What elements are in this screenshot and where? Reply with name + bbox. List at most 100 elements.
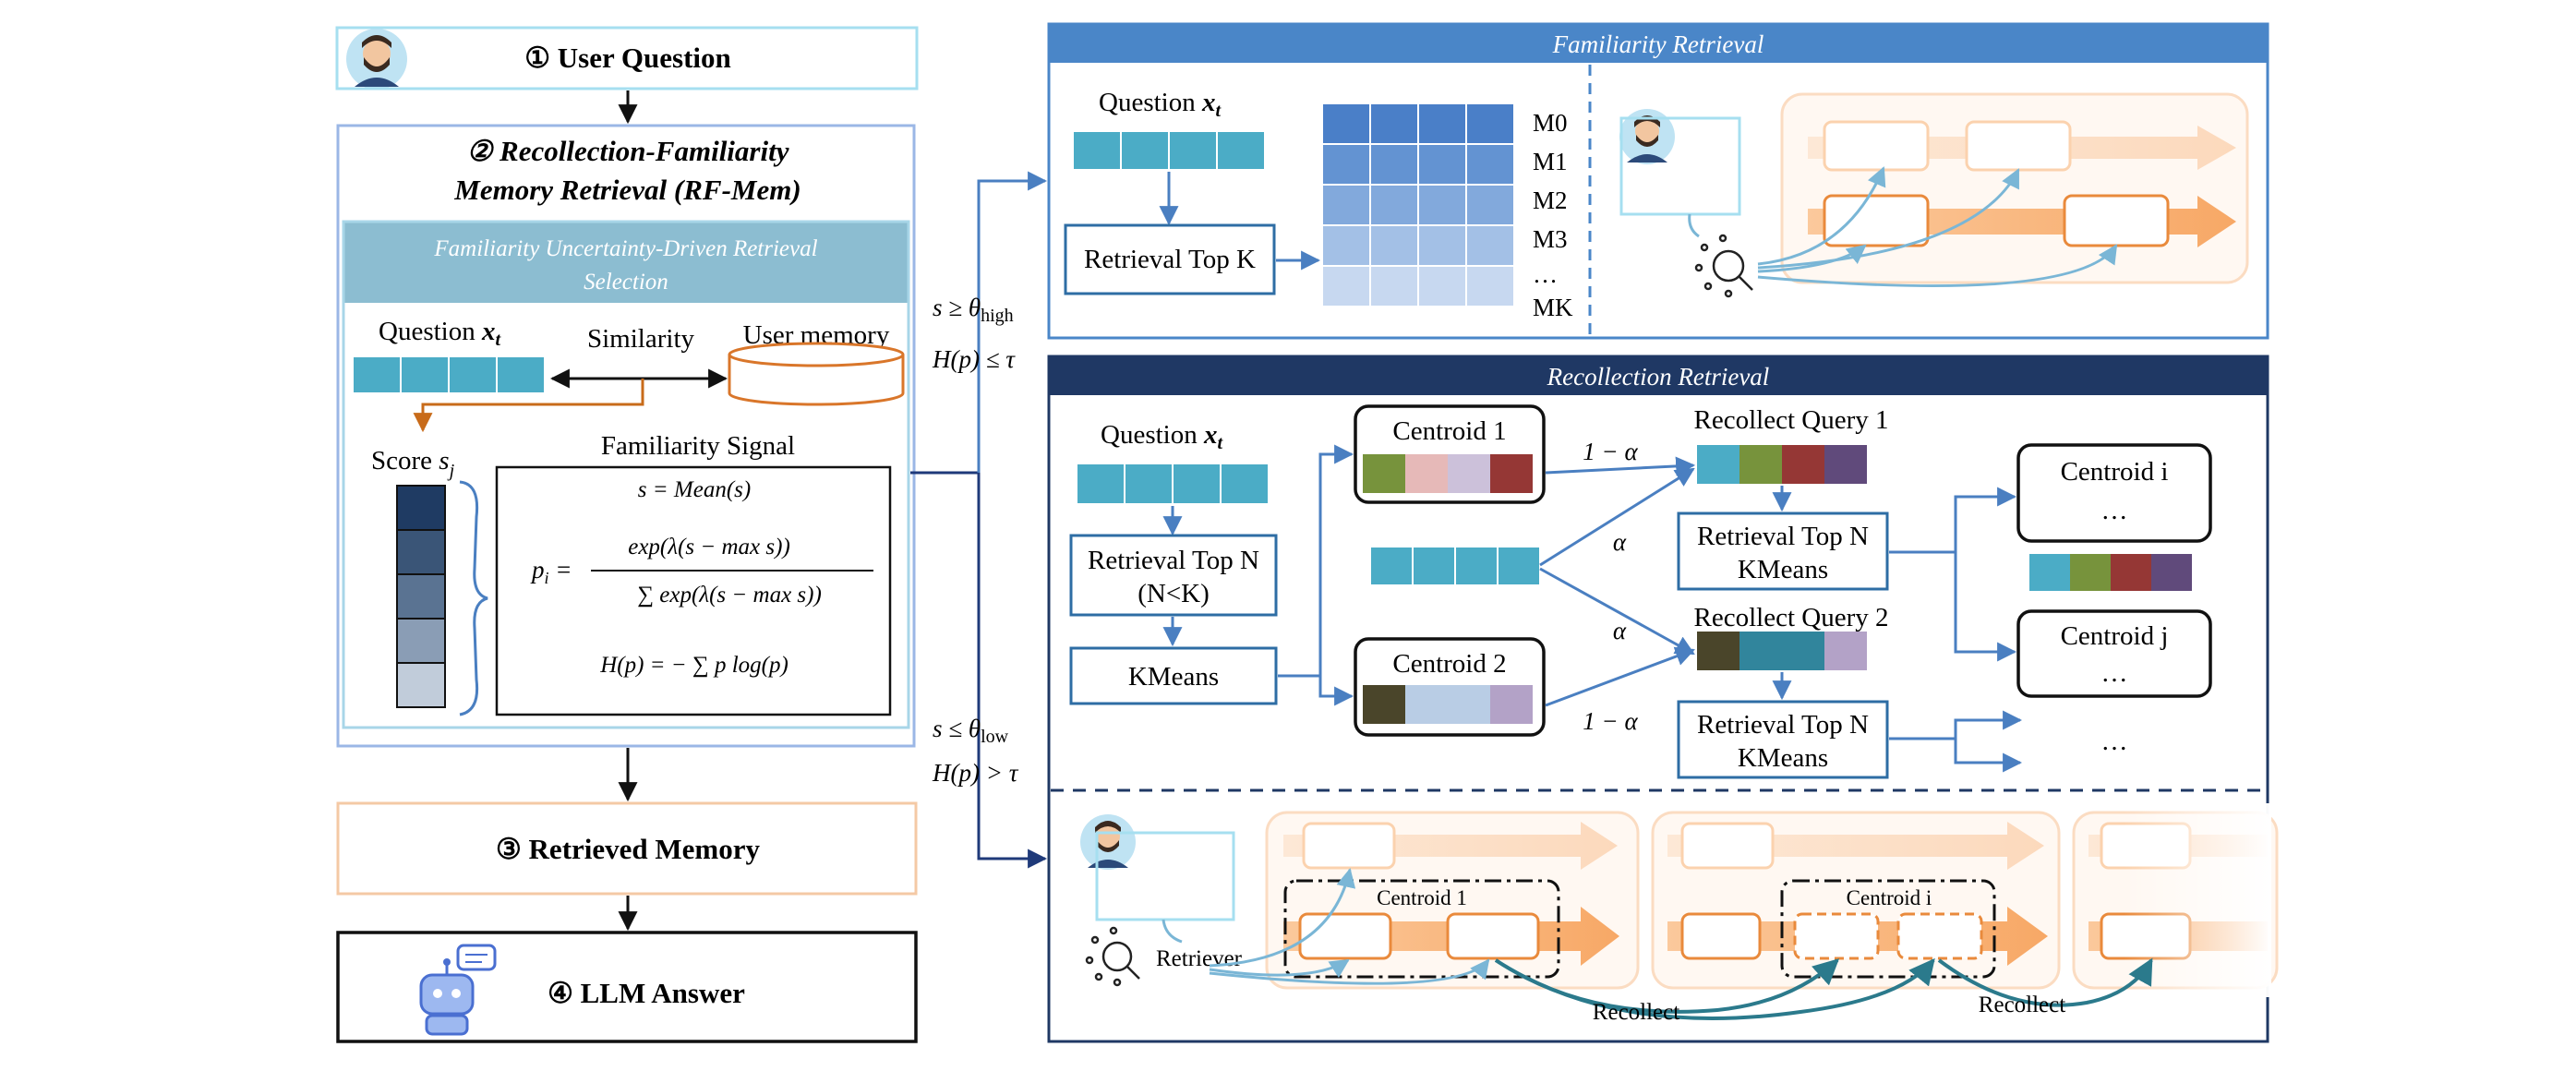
memory-labels: M0 M1 M2 M3 … MK <box>1533 109 1573 321</box>
fu-header-line2: Selection <box>584 270 668 295</box>
rec-r1-node-b <box>1446 912 1540 960</box>
formula-s: s = Mean(s) <box>638 477 751 502</box>
recollect-label-2: Recollect <box>1979 993 2065 1017</box>
rec-r2-centroid-label: Centroid i <box>1847 886 1932 909</box>
svg-text:H(p) ≤ τ: H(p) ≤ τ <box>932 345 1016 373</box>
svg-text:M1: M1 <box>1533 148 1568 175</box>
weight-1-minus-alpha-top: 1 − α <box>1583 438 1638 465</box>
rq2-topn-box <box>1677 700 1889 779</box>
rec-r2-node-c <box>1896 912 1983 960</box>
kmeans-to-c1 <box>1278 444 1354 678</box>
formula-h: H(p) = − ∑ p log(p) <box>599 653 788 678</box>
rec-topn-box <box>1069 534 1278 617</box>
retrieved-memory-label: ③ Retrieved Memory <box>496 833 760 865</box>
rec-user-avatar <box>1080 814 1136 870</box>
fu-question-vector <box>352 355 546 394</box>
similarity-label: Similarity <box>587 324 695 354</box>
rq1-topn-line2: KMeans <box>1738 555 1828 584</box>
svg-text:M0: M0 <box>1533 109 1568 137</box>
rec-band-2-upper <box>1667 822 2044 870</box>
rec-r1-centroid-label: Centroid 1 <box>1377 886 1467 909</box>
fam-mem-node-1 <box>1823 120 1930 172</box>
centroid-i-label: Centroid i <box>2061 457 2169 487</box>
fu-question-label: Question xt <box>379 317 501 350</box>
centroid2-vector <box>1363 685 1533 724</box>
user-avatar-top <box>346 29 407 90</box>
llm-answer-box <box>336 931 918 1043</box>
rec-r2-centroid-group <box>1780 879 1996 979</box>
svg-text:M2: M2 <box>1533 187 1568 214</box>
familiarity-header <box>1049 24 2268 63</box>
fam-mem-node-3 <box>1823 194 1930 247</box>
rec-mid-query-vector <box>1369 546 1541 586</box>
recollect-label-1: Recollect <box>1593 1000 1679 1025</box>
familiarity-title: Familiarity Retrieval <box>1552 30 1764 58</box>
kmeans-to-c2 <box>1318 676 1354 706</box>
rq2-label: Recollect Query 2 <box>1694 603 1889 632</box>
weight-alpha-bottom: α <box>1613 617 1627 644</box>
fam-mem-node-4 <box>2063 194 2170 247</box>
llm-answer-label: ④ LLM Answer <box>548 977 745 1009</box>
score-column <box>396 485 446 708</box>
centroid1-vector <box>1363 454 1533 493</box>
fu-header-line1: Familiarity Uncertainty-Driven Retrieval <box>433 236 817 261</box>
score-label: Score sj <box>371 446 455 481</box>
fam-retriever-icon <box>1694 234 1753 298</box>
retrieved-memory-box <box>336 801 918 896</box>
centroid1-label: Centroid 1 <box>1392 416 1506 446</box>
svg-text:MK: MK <box>1533 294 1573 321</box>
rq1-vector <box>1697 445 1867 484</box>
rec-r1-node-top <box>1302 822 1396 870</box>
rec-kmeans-label: KMeans <box>1128 662 1219 692</box>
mid-to-rq1 <box>1539 467 1695 567</box>
rec-retriever-curves <box>1209 867 1490 985</box>
fam-user-avatar <box>1619 109 1675 164</box>
rq2-branch-up <box>1889 710 2023 740</box>
rq1-to-cj <box>1954 552 2017 662</box>
rec-user-box <box>1095 831 1235 921</box>
memory-matrix <box>1321 102 1515 307</box>
fam-question-label: Question xt <box>1099 88 1222 121</box>
centroid2-label: Centroid 2 <box>1392 649 1506 679</box>
rec-r1-node-a <box>1298 912 1392 960</box>
robot-icon <box>419 944 497 1036</box>
c1-to-rq1 <box>1545 456 1696 476</box>
centroid-i-ellipsis: … <box>2101 496 2128 525</box>
rec-topn-line2: (N<K) <box>1138 579 1210 608</box>
svg-text:M3: M3 <box>1533 225 1568 253</box>
centroid-j-label: Centroid j <box>2061 621 2169 651</box>
centroid-j-box <box>2016 609 2212 698</box>
fam-mem-node-2 <box>1965 120 2072 172</box>
user-question-box <box>335 26 919 90</box>
rq2-topn-line1: Retrieval Top N <box>1697 710 1869 740</box>
branch-high <box>977 171 1048 473</box>
condition-high: s ≥ θhigh H(p) ≤ τ <box>932 294 1016 373</box>
formula-p-denominator: ∑ exp(λ(s − max s)) <box>637 583 822 608</box>
svg-text:s ≥ θhigh: s ≥ θhigh <box>933 294 1014 326</box>
rq1-label: Recollect Query 1 <box>1694 405 1889 435</box>
rq1-to-ci <box>1889 487 2017 554</box>
fu-header <box>343 222 909 303</box>
condition-low: s ≤ θlow H(p) > τ <box>932 715 1019 787</box>
recollection-header <box>1049 356 2268 395</box>
recollect-curves <box>1494 957 2153 1020</box>
weight-1-minus-alpha-bottom: 1 − α <box>1583 707 1638 735</box>
retrieval-topk-label: Retrieval Top K <box>1084 245 1256 274</box>
rf-mem-title-2: Memory Retrieval (RF-Mem) <box>453 174 800 206</box>
retrieval-topk-box <box>1064 223 1276 295</box>
familiarity-signal-box <box>495 465 892 716</box>
rec-r2-node-top <box>1680 822 1775 870</box>
rec-question-label: Question xt <box>1101 420 1223 453</box>
branch-low <box>977 473 1048 869</box>
rec-user-link <box>1162 919 1183 944</box>
rec-r2-node-a <box>1680 912 1762 960</box>
score-brace <box>459 480 488 716</box>
rq2-branch-down <box>1954 739 2023 773</box>
fam-user-link <box>1688 213 1700 238</box>
rec-r1-centroid-group <box>1283 879 1560 979</box>
mid-to-rq2 <box>1539 567 1695 656</box>
rec-topn-line1: Retrieval Top N <box>1088 546 1259 575</box>
svg-text:s ≤ θlow: s ≤ θlow <box>933 715 1009 747</box>
rq2-vector <box>1697 632 1867 670</box>
